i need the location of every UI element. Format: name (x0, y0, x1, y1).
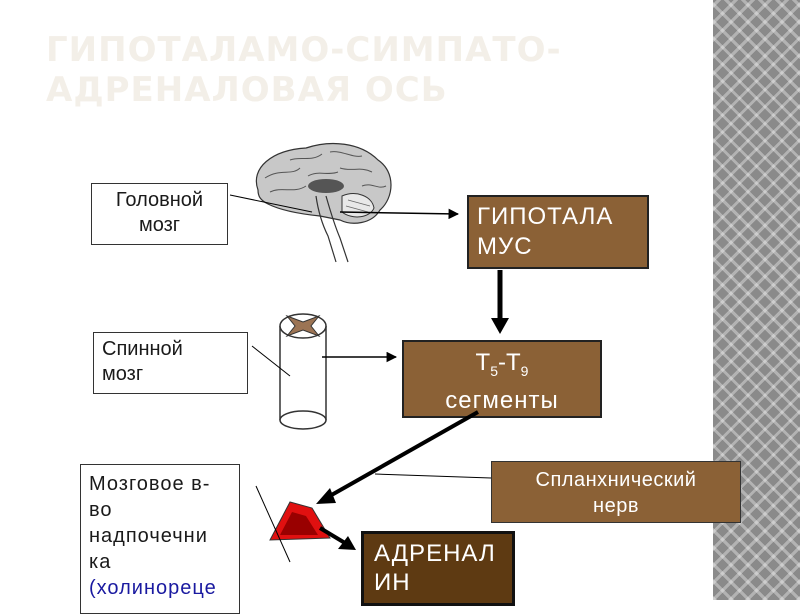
box-segments: Т5-Т9 сегменты (402, 340, 602, 418)
segment-t5-letter: Т (475, 349, 491, 376)
pointer-line-spinal (251, 345, 291, 377)
arrow-hypothalamus-to-segments-head (491, 318, 509, 334)
box-adrenaline-line2: ИН (374, 569, 411, 596)
label-adrenal-line1: Мозговое в- (89, 473, 211, 495)
arrow-adrenal-to-adrenaline-shaft (318, 526, 347, 545)
diagram-graphics (229, 142, 509, 563)
label-adrenal-line4: ка (89, 551, 112, 573)
label-brain-line1: Головной (115, 189, 204, 211)
label-adrenal-line2: во (89, 499, 113, 521)
box-hypothalamus: ГИПОТАЛА МУС (467, 195, 649, 269)
slide-title: ГИПОТАЛАМО-СИМПАТО-АДРЕНАЛОВАЯ ОСЬ (46, 30, 562, 110)
segment-t5-sub: 5 (490, 362, 498, 379)
box-adrenaline: АДРЕНАЛ ИН (361, 531, 515, 606)
arrow-brain-to-hypothalamus (339, 208, 460, 220)
arrow-segments-to-adrenal-head (316, 488, 336, 504)
arrow-segments-to-adrenal-shaft (327, 410, 479, 499)
label-adrenal-medulla: Мозговое в- во надпочечни ка (холинореце (80, 464, 240, 614)
pointer-line-brain (229, 194, 313, 213)
label-spinal-line1: Спинной (102, 338, 183, 360)
label-spinal-cord: Спинной мозг (93, 332, 248, 394)
box-segments-line1: Т5-Т9 (404, 348, 600, 386)
box-adrenaline-line1: АДРЕНАЛ (374, 540, 496, 567)
box-splanchnic-line1: Спланхнический (535, 469, 697, 491)
pointer-line-adrenal (255, 485, 291, 563)
spinal-cord-illustration (279, 313, 327, 430)
label-brain-line2: мозг (138, 214, 181, 236)
segment-dash-t: -Т (498, 349, 521, 376)
box-splanchnic-nerve: Спланхнический нерв (491, 461, 741, 523)
label-brain: Головной мозг (91, 183, 228, 245)
box-hypothalamus-line2: МУС (477, 233, 533, 260)
brain-illustration (255, 142, 392, 263)
box-splanchnic-line2: нерв (593, 495, 639, 517)
arrow-adrenal-to-adrenaline-head (338, 536, 356, 550)
adrenal-gland-illustration (269, 501, 331, 541)
box-hypothalamus-line1: ГИПОТАЛА (477, 203, 614, 230)
label-adrenal-paren: (холинореце (89, 577, 217, 599)
pointer-line-splanchnic (374, 473, 492, 479)
segment-t9-sub: 9 (520, 362, 529, 379)
label-spinal-line2: мозг (102, 363, 144, 385)
box-segments-line2: сегменты (445, 386, 559, 414)
label-adrenal-line3: надпочечни (89, 525, 208, 547)
